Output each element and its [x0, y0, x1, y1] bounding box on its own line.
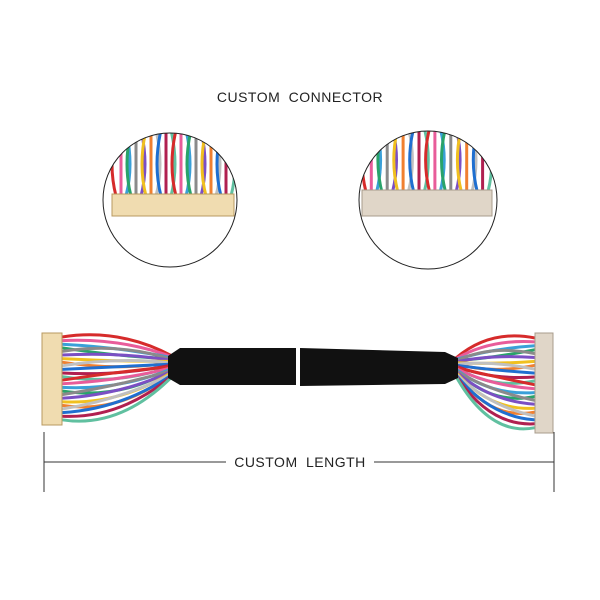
- wire: [61, 373, 173, 415]
- dimension-label: CUSTOM LENGTH: [226, 454, 374, 470]
- wire: [61, 346, 173, 362]
- wire: [169, 133, 177, 197]
- wire: [229, 133, 237, 197]
- wire: [61, 372, 173, 411]
- wire: [185, 133, 193, 197]
- right-connector-closeup: [358, 130, 498, 270]
- wire: [455, 370, 536, 406]
- wire: [455, 340, 536, 361]
- wire: [455, 366, 536, 387]
- right-connector-housing: [361, 189, 493, 217]
- wire: [455, 348, 536, 363]
- left-cable-sleeve: [168, 348, 296, 385]
- wire: [155, 133, 163, 197]
- wire: [61, 338, 173, 359]
- wire: [406, 131, 414, 193]
- wire: [61, 374, 173, 418]
- wire: [422, 131, 430, 193]
- wire: [455, 355, 536, 364]
- wire: [408, 131, 416, 193]
- wire: [454, 375, 536, 431]
- left-connector-closeup: [102, 132, 238, 268]
- wire: [61, 366, 173, 386]
- wire: [61, 352, 173, 362]
- wire: [154, 133, 162, 197]
- wire: [440, 131, 447, 193]
- wire: [61, 375, 174, 423]
- wire: [438, 131, 446, 193]
- wire: [360, 131, 368, 193]
- right-cable-connector: [534, 332, 554, 434]
- wire: [455, 369, 536, 402]
- wire: [455, 367, 536, 391]
- wire: [61, 365, 173, 382]
- wire: [61, 369, 173, 400]
- left-connector-housing: [111, 193, 235, 217]
- wire: [424, 131, 432, 193]
- wire: [455, 361, 536, 371]
- right-cable-sleeve: [300, 348, 458, 386]
- left-cable-connector: [41, 332, 63, 426]
- wire: [170, 133, 178, 197]
- wire: [184, 133, 192, 197]
- wire: [61, 333, 173, 358]
- wire: [61, 362, 173, 371]
- wire: [454, 372, 536, 418]
- wire: [486, 131, 494, 193]
- wire: [61, 368, 173, 397]
- wire: [455, 363, 536, 375]
- cable-assembly: [41, 332, 554, 434]
- wire: [455, 334, 536, 360]
- wire: [61, 359, 173, 368]
- page-title: CUSTOM CONNECTOR: [216, 89, 384, 105]
